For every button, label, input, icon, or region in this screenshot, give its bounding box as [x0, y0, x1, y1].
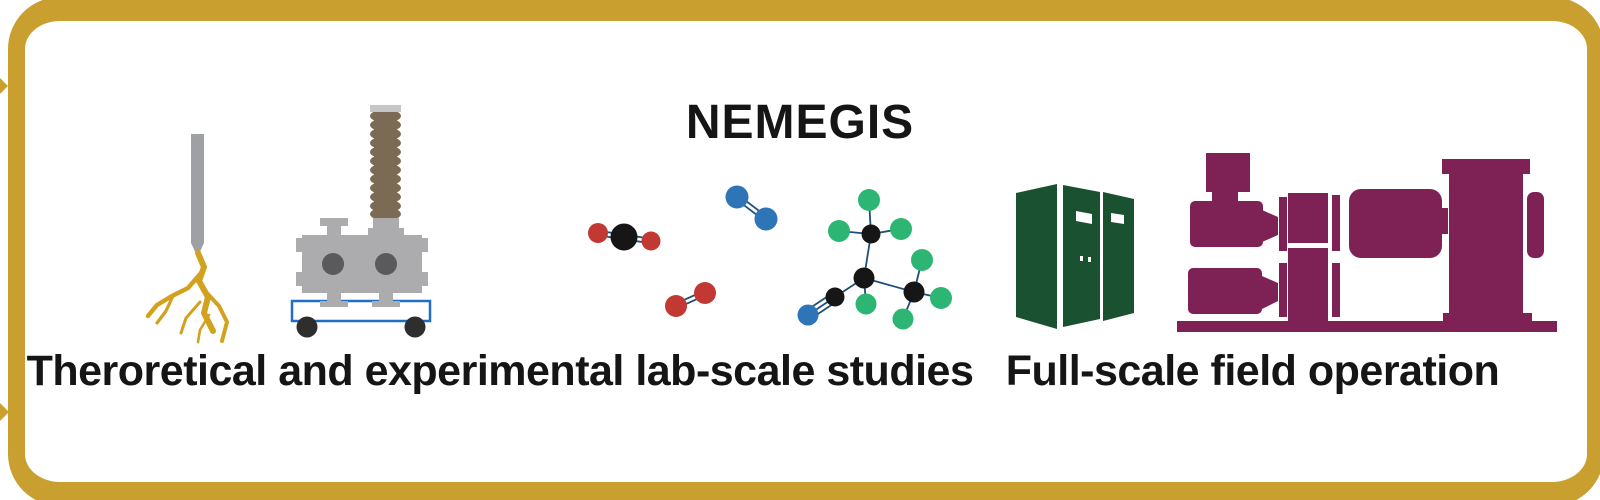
- molecules-group: [588, 185, 952, 330]
- gis-bay-icon: [1177, 153, 1557, 332]
- viewport-left: [322, 253, 344, 275]
- bushing-column: [370, 109, 401, 221]
- bushing-cap: [370, 105, 401, 112]
- fluoronitrile-molecule: [797, 189, 952, 330]
- oxygen-molecule: [665, 282, 716, 317]
- cart-frame: [290, 299, 432, 323]
- electrode-discharge-icon: [145, 134, 229, 344]
- cabinet-door-right: [1103, 192, 1134, 321]
- left-arrow-tip-bottom: [0, 403, 9, 421]
- page-title: NEMEGIS: [685, 96, 915, 149]
- left-arrow-tip-top: [0, 78, 8, 94]
- carbon-dioxide-molecule: [588, 223, 661, 251]
- discharge-streamers: [145, 250, 229, 344]
- cart-wheel-left: [296, 316, 318, 338]
- caption-full-scale: Full-scale field operation: [1005, 347, 1500, 395]
- lab-reactor-icon: [290, 105, 432, 338]
- cabinet-handle-1: [1080, 256, 1083, 261]
- electrode-rod: [191, 134, 204, 257]
- viewport-right: [375, 253, 397, 275]
- reactor-body: [296, 218, 428, 307]
- switchgear-cabinet-icon: [1016, 184, 1134, 329]
- right-arrow-tip: [1591, 405, 1600, 423]
- nitrogen-molecule: [725, 185, 778, 231]
- gis-joint-gap: [1288, 243, 1328, 248]
- cabinet-window-right: [1111, 213, 1124, 224]
- cabinet-handle-2: [1088, 257, 1091, 262]
- caption-lab-scale: Theroretical and experimental lab-scale …: [26, 347, 974, 395]
- cabinet-side-panel: [1016, 184, 1057, 329]
- cart-wheel-right: [404, 316, 426, 338]
- cabinet-window-left: [1076, 211, 1092, 224]
